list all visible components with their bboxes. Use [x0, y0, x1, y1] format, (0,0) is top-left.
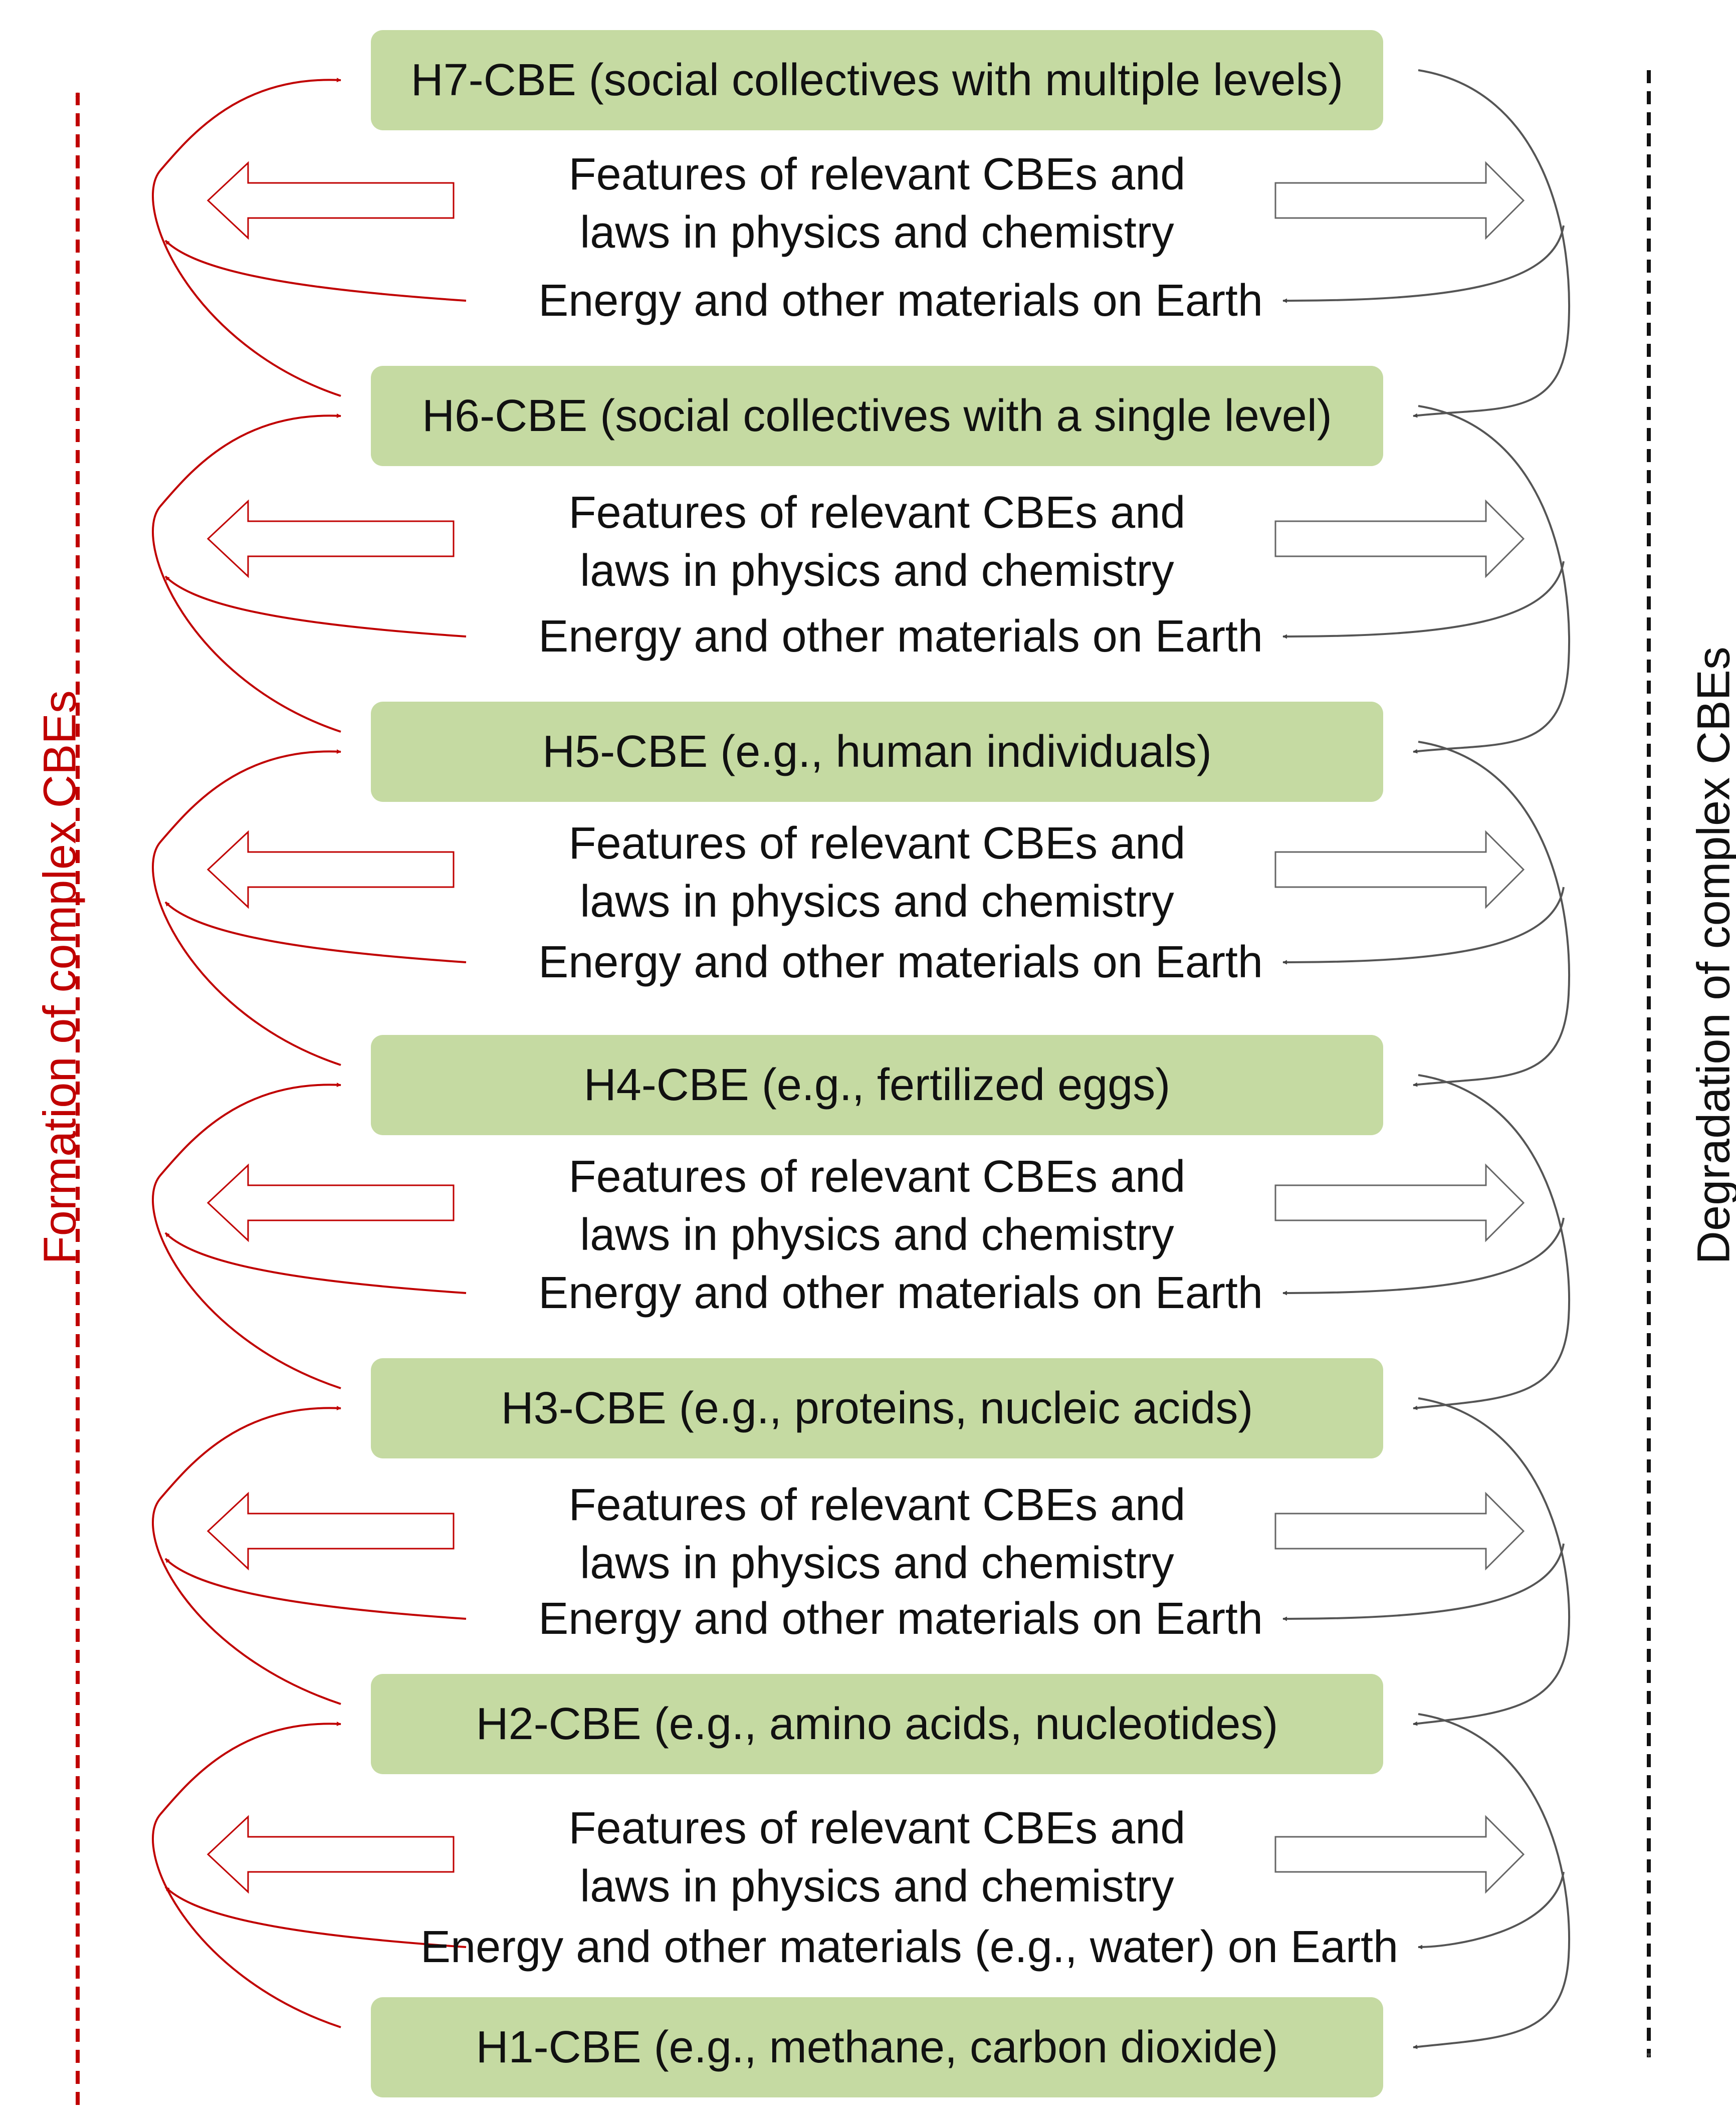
formation-arrows: [152, 78, 467, 2028]
axis-arrows: [75, 70, 1651, 2105]
energy-text: Energy and other materials on Earth: [538, 937, 1263, 987]
degradation-arrow: [1282, 225, 1565, 303]
formation-arrow: [152, 78, 341, 397]
degradation-arrows: [1282, 69, 1571, 2049]
hollow-right-arrow: [1274, 1492, 1525, 1571]
degradation-arrow: [1282, 1217, 1565, 1296]
level-box-h3: H3-CBE (e.g., proteins, nucleic acids): [371, 1358, 1383, 1458]
features-line-1: Features of relevant CBEs and: [568, 1480, 1186, 1530]
degradation-arrow: [1413, 741, 1571, 1087]
energy-text: Energy and other materials on Earth: [538, 1268, 1263, 1318]
features-line-1: Features of relevant CBEs and: [568, 818, 1186, 869]
formation-arrow: [164, 1886, 467, 1948]
degradation-arrow: [1413, 1713, 1571, 2049]
formation-arrow: [152, 749, 341, 1066]
features-text: Features of relevant CBEs and laws in ph…: [451, 484, 1303, 600]
features-line-2: laws in physics and chemistry: [580, 1210, 1174, 1260]
features-text: Features of relevant CBEs and laws in ph…: [451, 1148, 1303, 1264]
features-line-2: laws in physics and chemistry: [580, 877, 1174, 927]
features-line-1: Features of relevant CBEs and: [568, 149, 1186, 199]
features-line-2: laws in physics and chemistry: [580, 1861, 1174, 1911]
degradation-arrow: [1282, 1543, 1565, 1621]
degradation-arrow: [1413, 405, 1571, 754]
formation-label: Formation of complex CBEs: [34, 690, 86, 1264]
features-text: Features of relevant CBEs and laws in ph…: [451, 1799, 1303, 1916]
level-box-h4: H4-CBE (e.g., fertilized eggs): [371, 1035, 1383, 1135]
energy-text: Energy and other materials (e.g., water)…: [420, 1922, 1398, 1972]
level-box-h7: H7-CBE (social collectives with multiple…: [371, 30, 1383, 130]
features-line-2: laws in physics and chemistry: [580, 207, 1174, 258]
degradation-arrow: [1413, 1397, 1571, 1726]
hollow-left-arrow: [206, 1492, 455, 1571]
hollow-left-arrow: [206, 830, 455, 909]
hollow-left-arrow: [206, 1815, 455, 1894]
hollow-left-arrow: [206, 1163, 455, 1242]
hollow-right-arrow: [1274, 499, 1525, 578]
hollow-right-arrow: [1274, 161, 1525, 240]
hollow-right-arrow: [1274, 830, 1525, 909]
formation-arrow: [164, 575, 467, 637]
formation-arrow: [152, 1406, 341, 1705]
hollow-left-arrow: [206, 161, 455, 240]
degradation-arrow: [1282, 887, 1565, 965]
formation-arrow: [152, 413, 341, 733]
hollow-right-arrow: [1274, 1163, 1525, 1242]
hollow-left-arrow: [206, 499, 455, 578]
hollow-right-arrow: [1274, 1815, 1525, 1894]
formation-arrow: [164, 1558, 467, 1620]
formation-arrow: [164, 1232, 467, 1294]
features-line-1: Features of relevant CBEs and: [568, 1152, 1186, 1202]
degradation-label: Degradation of complex CBEs: [1688, 647, 1736, 1264]
degradation-arrow: [1413, 69, 1571, 418]
formation-arrow: [152, 1722, 341, 2028]
energy-text: Energy and other materials on Earth: [538, 1594, 1263, 1644]
level-box-h6: H6-CBE (social collectives with a single…: [371, 366, 1383, 466]
features-text: Features of relevant CBEs and laws in ph…: [451, 145, 1303, 262]
features-line-1: Features of relevant CBEs and: [568, 488, 1186, 538]
formation-arrow: [164, 240, 467, 302]
level-box-h2: H2-CBE (e.g., amino acids, nucleotides): [371, 1674, 1383, 1774]
degradation-arrow: [1418, 1871, 1565, 1950]
energy-text: Energy and other materials on Earth: [538, 611, 1263, 662]
features-line-2: laws in physics and chemistry: [580, 546, 1174, 596]
level-box-h1: H1-CBE (e.g., methane, carbon dioxide): [371, 1997, 1383, 2097]
energy-text: Energy and other materials on Earth: [538, 276, 1263, 326]
block-arrows: [206, 161, 1525, 1894]
degradation-arrow: [1413, 1074, 1571, 1410]
features-text: Features of relevant CBEs and laws in ph…: [451, 814, 1303, 931]
features-line-1: Features of relevant CBEs and: [568, 1803, 1186, 1853]
degradation-arrow: [1282, 561, 1565, 639]
formation-arrow: [164, 901, 467, 963]
features-line-2: laws in physics and chemistry: [580, 1538, 1174, 1588]
formation-arrow: [152, 1083, 341, 1389]
level-box-h5: H5-CBE (e.g., human individuals): [371, 702, 1383, 802]
features-text: Features of relevant CBEs and laws in ph…: [451, 1476, 1303, 1592]
